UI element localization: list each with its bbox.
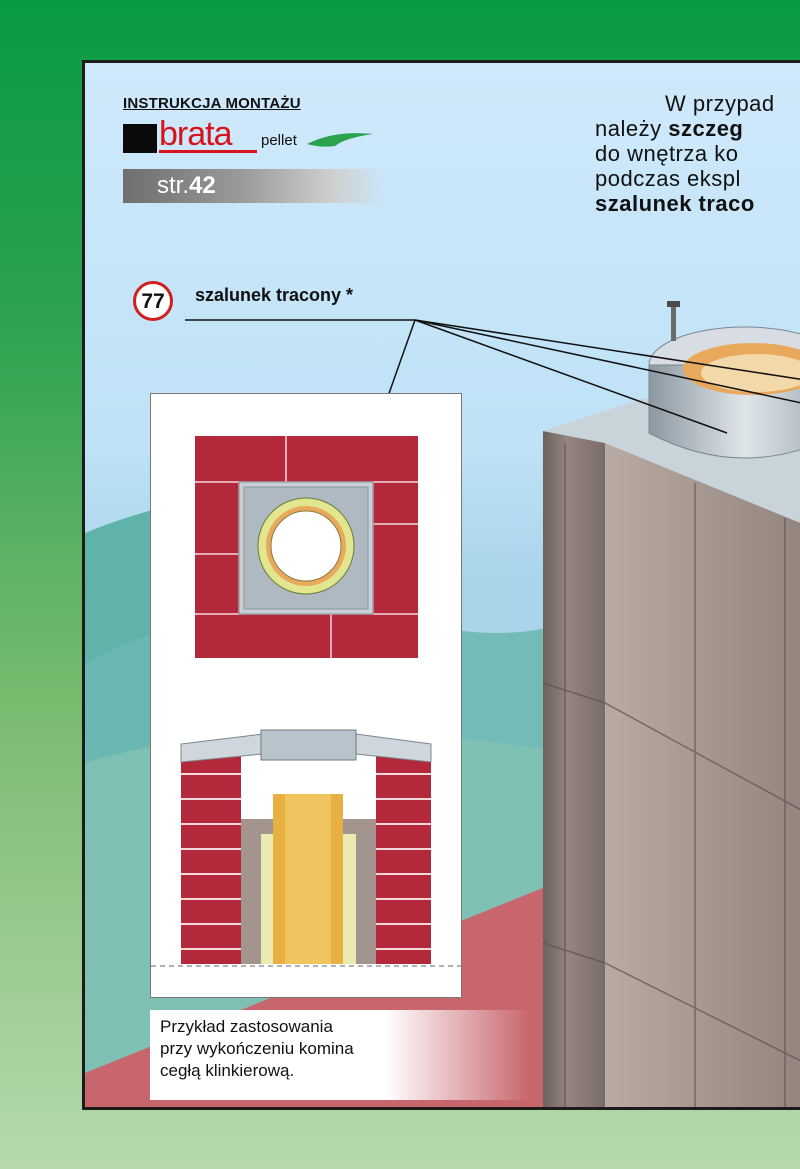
- intro-line-2: należy szczeg: [595, 116, 800, 141]
- intro-line-5: szalunek traco: [595, 191, 800, 216]
- intro-paragraph: W przypad należy szczeg do wnętrza ko po…: [595, 91, 800, 216]
- intro-line-2-bold: szczeg: [668, 116, 744, 141]
- page-number: 42: [189, 172, 216, 199]
- chimney-front-face: [605, 443, 800, 1107]
- logo-brand-suffix: pellet: [261, 132, 297, 149]
- logo-brand-text: brata: [159, 115, 232, 153]
- intro-line-2-text: należy: [595, 116, 669, 141]
- intro-line-5-bold: szalunek traco: [595, 191, 755, 216]
- leaf-icon: [307, 133, 373, 147]
- page-indicator: str.42: [123, 169, 385, 203]
- page-prefix: str.: [157, 172, 190, 199]
- callout-label: szalunek tracony *: [195, 285, 354, 305]
- chimney-left-face: [543, 431, 605, 1107]
- example-figure: [150, 393, 462, 998]
- logo-underline: [159, 150, 257, 153]
- chimney-detail-drawings: [151, 436, 461, 967]
- instruction-title: INSTRUKCJA MONTAŻU: [123, 95, 301, 112]
- caption-line-1: Przykład zastosowania: [160, 1017, 333, 1036]
- caption-line-2: przy wykończeniu komina: [160, 1039, 354, 1058]
- brata-logo: brata pellet: [123, 116, 393, 156]
- instruction-panel: INSTRUKCJA MONTAŻU brata pellet str.42 W…: [82, 60, 800, 1110]
- section-view-drawing: [151, 729, 461, 967]
- top-view-drawing: [195, 436, 418, 658]
- logo-black-block: [123, 124, 157, 153]
- callout-number-badge: 77: [133, 281, 173, 321]
- intro-line-4: podczas ekspl: [595, 166, 741, 191]
- intro-line-1: W przypad: [665, 91, 775, 116]
- caption-line-3: cegłą klinkierową.: [160, 1061, 295, 1080]
- figure-caption: Przykład zastosowania przy wykończeniu k…: [150, 1010, 530, 1100]
- intro-line-3: do wnętrza ko: [595, 141, 739, 166]
- header-branding: INSTRUKCJA MONTAŻU brata pellet: [123, 95, 393, 156]
